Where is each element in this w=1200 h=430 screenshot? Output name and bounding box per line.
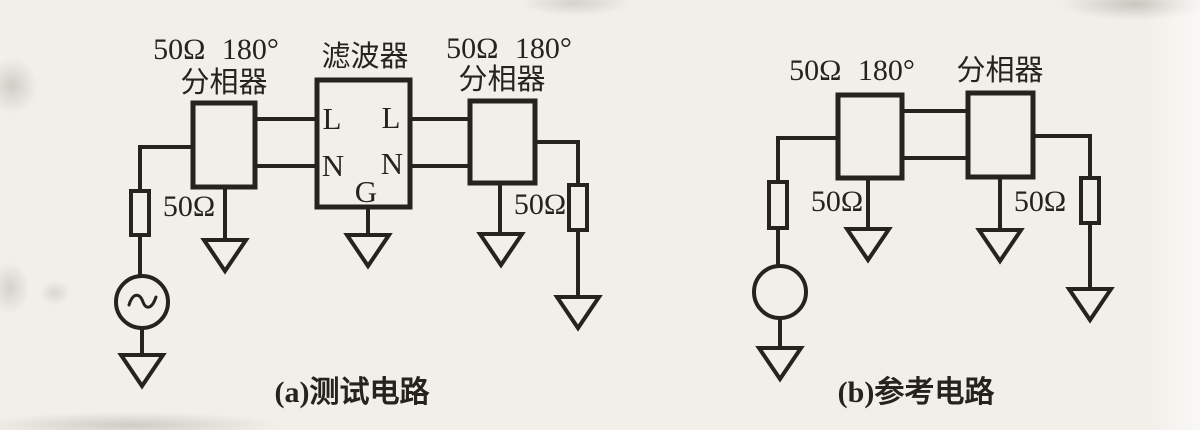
source-resistor-label: 50Ω: [811, 185, 863, 218]
resistor-icon: [129, 189, 151, 237]
ground-icon: [757, 346, 803, 381]
ground-icon: [1067, 287, 1113, 322]
filter-terminal-right-l: L: [382, 100, 401, 135]
wire-load-branch: [535, 140, 580, 297]
ground-icon: [478, 232, 524, 267]
circuit-a: 50Ω 180° 分相器 滤波器 50Ω 180° 分相器 L L N N G …: [114, 32, 601, 409]
filter-terminal-left-n: N: [322, 148, 344, 183]
ground-icon: [202, 238, 248, 273]
phase-splitter-left-box: [190, 100, 258, 190]
circuit-b: 50Ω 180° 分相器 50Ω 50Ω (b)参考电路: [752, 54, 1113, 409]
caption-b: (b)参考电路: [838, 376, 996, 409]
phase-splitter-right-box: [965, 90, 1036, 180]
load-resistor-label: 50Ω: [1014, 185, 1066, 218]
filter-terminal-left-l: L: [323, 101, 342, 136]
phase-splitter-right-box: [467, 98, 538, 186]
ground-icon: [345, 233, 391, 268]
resistor-icon: [567, 183, 589, 232]
source-resistor-label: 50Ω: [163, 190, 215, 223]
ground-icon: [845, 227, 891, 262]
filter-terminal-g: G: [355, 174, 377, 209]
splitter-right-title-line1: 50Ω 180°: [446, 32, 572, 65]
filter-box: [314, 77, 413, 210]
resistor-icon: [767, 180, 789, 230]
filter-terminal-right-n: N: [381, 146, 403, 181]
filter-title: 滤波器: [321, 40, 408, 73]
caption-a: (a)测试电路: [275, 376, 431, 409]
splitter-right-title-line2: 分相器: [458, 63, 545, 96]
ground-icon: [119, 353, 165, 388]
sine-wave-icon: [127, 293, 158, 309]
wire-load-branch: [1033, 134, 1092, 289]
splitter-right-title: 分相器: [956, 54, 1043, 87]
resistor-icon: [1079, 176, 1101, 225]
splitter-left-title-line1: 50Ω 180°: [153, 33, 279, 66]
ground-icon: [977, 228, 1023, 263]
load-resistor-label: 50Ω: [514, 188, 566, 221]
ground-icon: [555, 295, 601, 330]
splitter-left-title: 50Ω 180°: [789, 54, 915, 87]
phase-splitter-left-box: [835, 92, 905, 181]
splitter-left-title-line2: 分相器: [180, 66, 267, 99]
source-icon: [752, 264, 808, 320]
